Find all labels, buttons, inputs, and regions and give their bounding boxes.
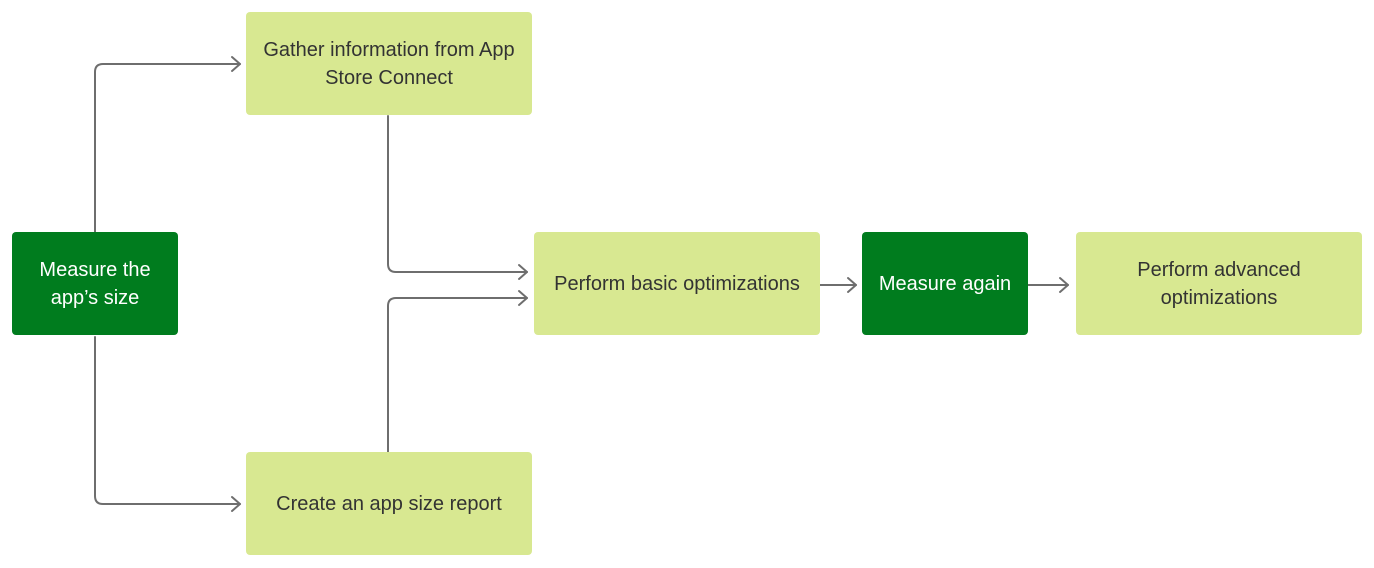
edge-gather-info-to-basic-opt [387,115,528,273]
advanced-optimizations-node: Perform advanced optimizations [1076,232,1362,335]
arrowhead-measure-again [847,277,857,293]
basic-optimizations-node: Perform basic optimizations [534,232,820,335]
measure-again-node: Measure again [862,232,1028,335]
arrowhead-create-report [231,496,241,512]
edge-create-report-to-basic-opt [387,297,528,453]
gather-info-node: Gather information from App Store Connec… [246,12,532,115]
arrowhead-basic-opt-upper [518,264,528,280]
arrowhead-basic-opt-lower [518,290,528,306]
measure-again-label: Measure again [878,272,1012,295]
create-report-label: Create an app size report [276,492,502,515]
gather-info-label: Gather information from App Store Connec… [263,38,515,89]
basic-optimizations-label: Perform basic optimizations [554,272,800,295]
edge-measure-size-to-create-report [94,336,241,505]
arrowhead-gather-info [231,56,241,72]
measure-app-size-node: Measure the app’s size [12,232,178,335]
measure-app-size-label: Measure the app’s size [39,258,151,309]
advanced-optimizations-label: Perform advanced optimizations [1137,258,1301,309]
create-report-node: Create an app size report [246,452,532,555]
edge-measure-size-to-gather-info [94,63,241,233]
arrowhead-advanced-opt [1059,277,1069,293]
